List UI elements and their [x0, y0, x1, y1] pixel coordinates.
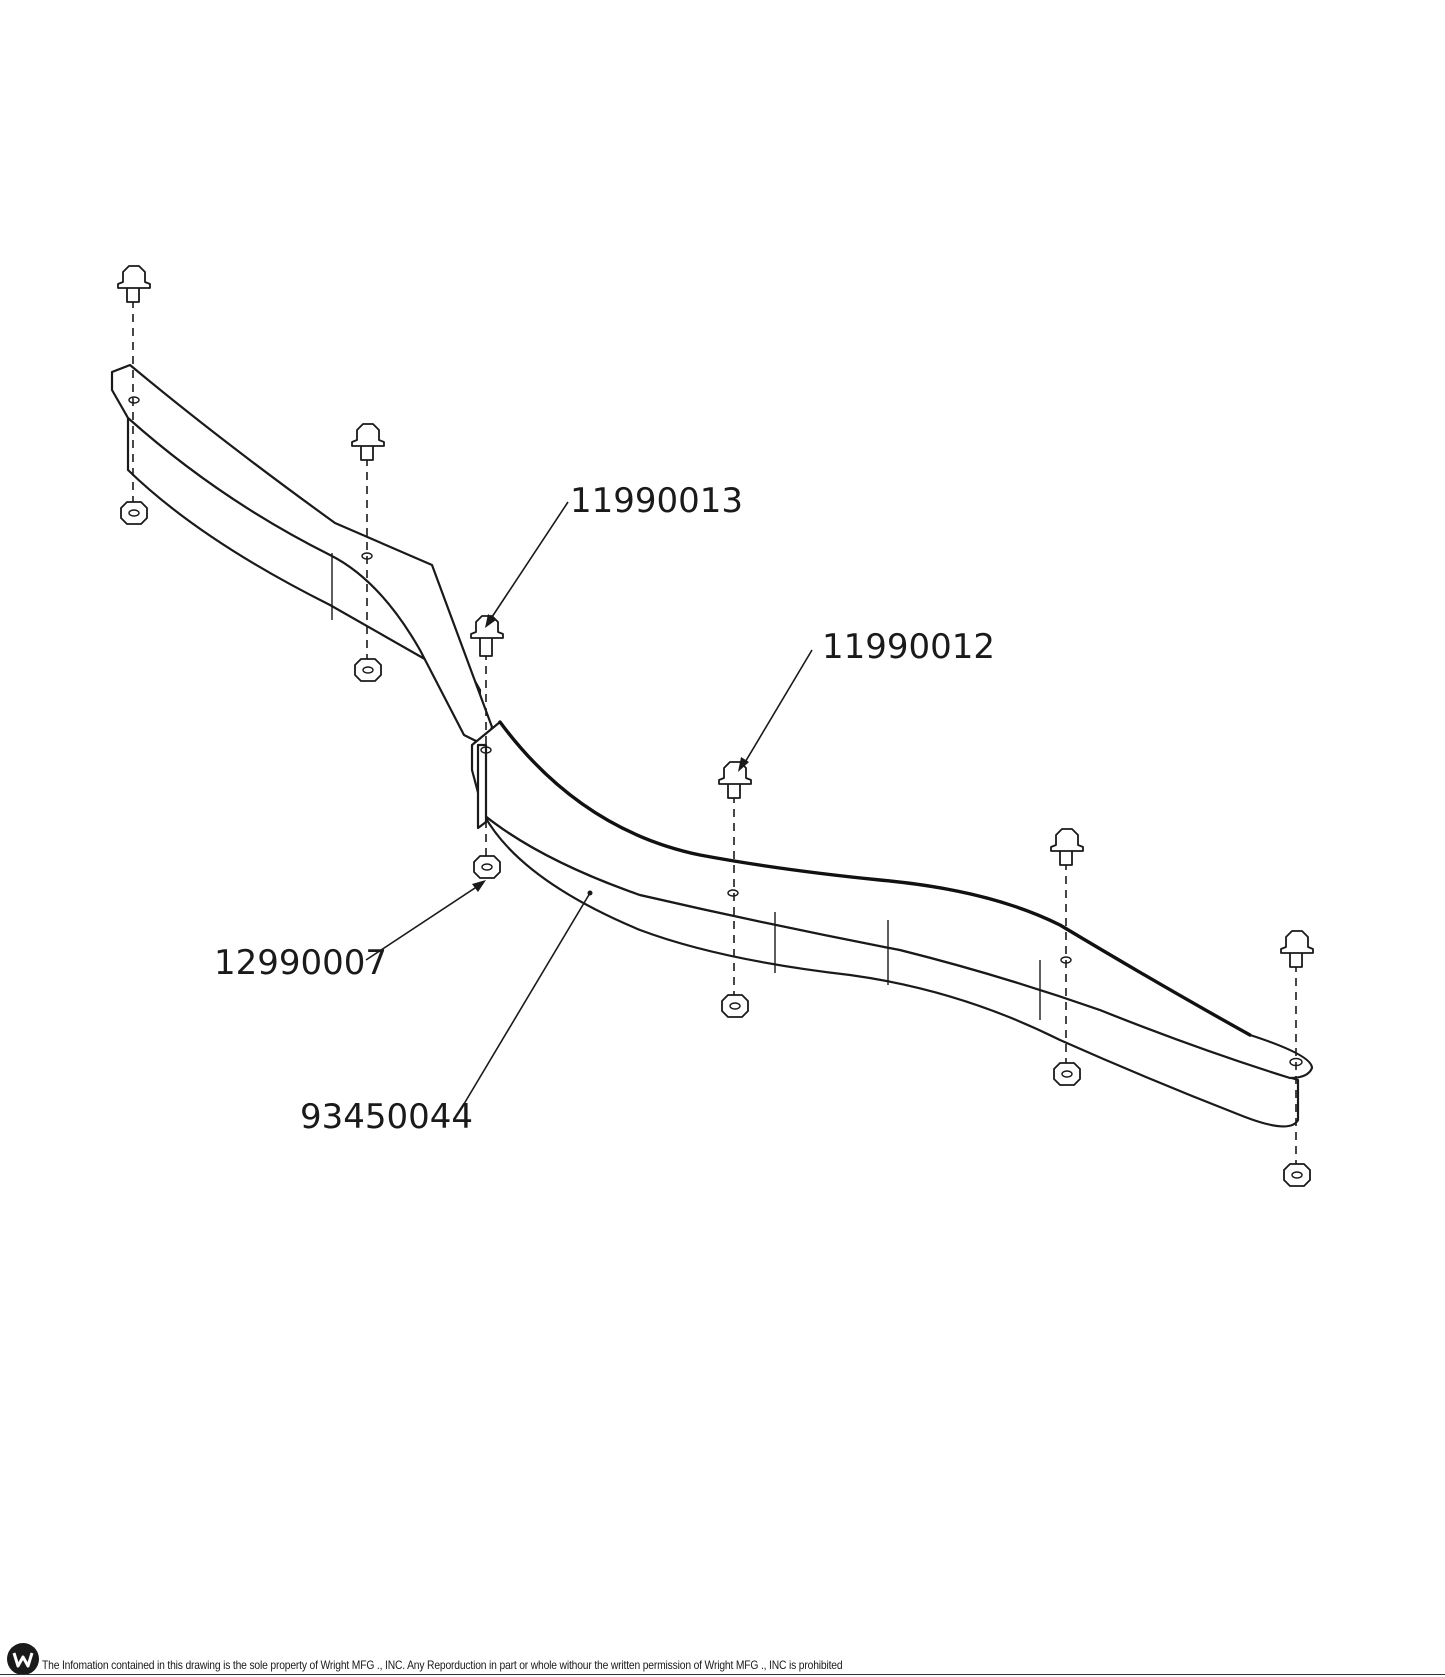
flange-nut-icon [473, 855, 501, 879]
fastener-stack-3 [470, 615, 504, 879]
flange-bolt-icon [351, 423, 385, 461]
arrowhead-icon [738, 757, 749, 772]
fastener-stack-1 [117, 265, 151, 525]
bracket-left-edge [127, 417, 465, 736]
footer-disclaimer: The Infomation contained in this drawing… [42, 1658, 843, 1672]
bracket-bar [110, 363, 1314, 1128]
callout-label-93450044: 93450044 [300, 1097, 473, 1137]
leader-11990013 [489, 501, 569, 621]
flange-nut-icon [721, 994, 749, 1018]
callout-leaders [365, 501, 813, 1115]
flange-bolt-icon [117, 265, 151, 303]
flange-nut-icon [1053, 1062, 1081, 1086]
flange-nut-icon [354, 658, 382, 682]
flange-bolt-icon [1280, 930, 1314, 968]
leader-11990012 [743, 649, 813, 765]
callout-label-12990007: 12990007 [214, 943, 387, 983]
bracket-joint-tab [476, 743, 488, 830]
leader-93450044 [457, 892, 591, 1115]
exploded-parts-diagram: 11990013 11990012 12990007 93450044 [110, 265, 1314, 1187]
footer-rule [0, 1674, 1445, 1675]
flange-bolt-icon [718, 761, 752, 799]
fastener-stack-6 [1280, 930, 1314, 1187]
drawing-footer: The Infomation contained in this drawing… [0, 1640, 1445, 1677]
callout-label-11990013: 11990013 [570, 481, 743, 521]
arrowhead-icon [485, 614, 496, 628]
fastener-stack-4 [718, 761, 752, 1018]
fastener-stack-5 [1050, 828, 1084, 1086]
callout-label-11990012: 11990012 [822, 627, 995, 667]
mount-hole-1 [128, 396, 140, 404]
flange-nut-icon [1283, 1163, 1311, 1187]
leader-12990007 [365, 885, 479, 961]
flange-nut-icon [120, 501, 148, 525]
bracket-right-inner-edge [483, 814, 1291, 1079]
bracket-right-ridge [498, 720, 1252, 1037]
fastener-stack-2 [351, 423, 385, 682]
mount-hole-4 [727, 889, 739, 897]
wright-w-logo-icon [7, 1643, 39, 1675]
arrowhead-icon [472, 880, 486, 892]
flange-bolt-icon [1050, 828, 1084, 866]
